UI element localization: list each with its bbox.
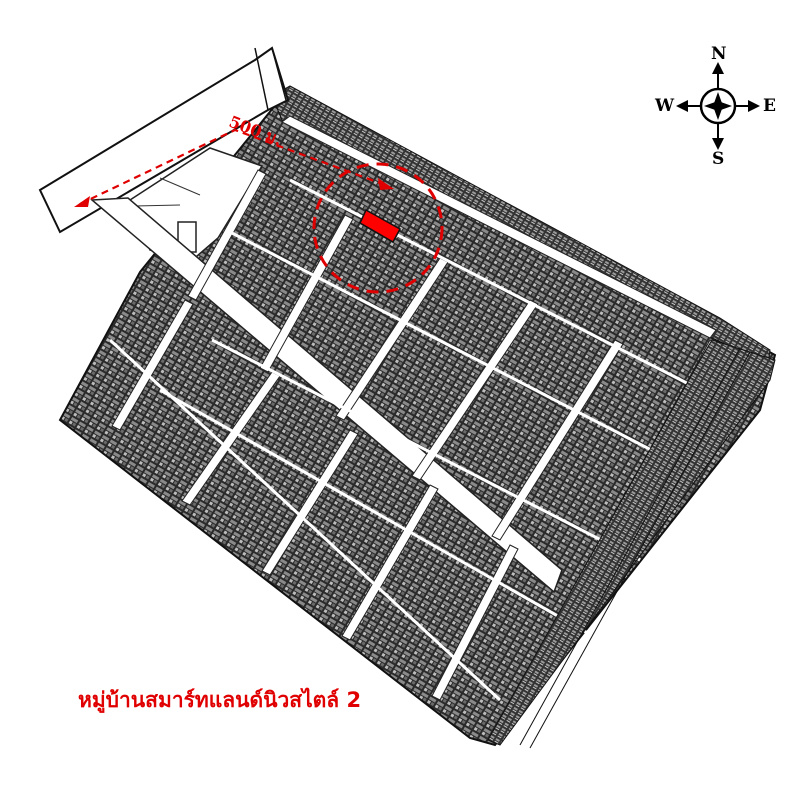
compass-east-label: E [763,96,776,116]
target-plot-marker [359,208,402,244]
east-house-strip [487,339,776,746]
north-road [281,115,717,339]
target-circle [312,162,444,294]
compass-west-label: W [655,96,675,116]
main-road [90,197,563,594]
village-name-label: หมู่บ้านสมาร์ทแลนด์นิวสไตล์ 2 [78,688,362,712]
compass-north-label: N [711,44,727,64]
compass-rose-icon [676,62,760,150]
access-road [38,46,290,234]
distance-arrowhead-west [74,196,90,207]
compass-south-label: S [712,149,725,169]
distance-marker [74,128,394,207]
distance-arrowhead-east [378,178,394,190]
block-streets [108,178,721,702]
